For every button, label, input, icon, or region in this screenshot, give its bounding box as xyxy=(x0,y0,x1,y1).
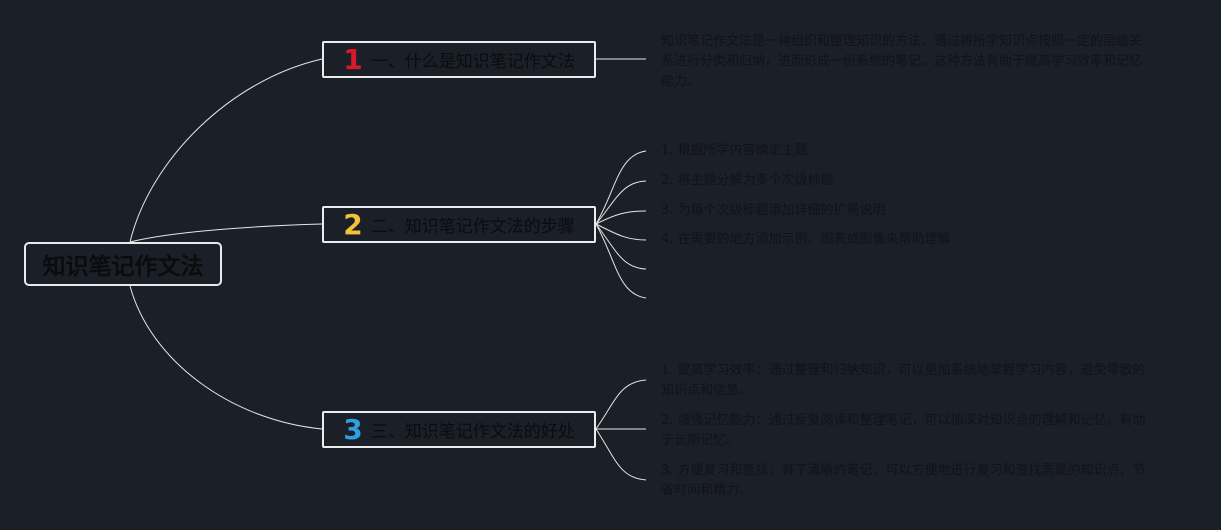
leaf-step-3[interactable]: 3. 为每个次级标题添加详细的扩展说明 xyxy=(661,203,886,218)
branch-label: 一、什么是知识笔记作文法 xyxy=(370,52,575,72)
branch-benefits[interactable]: 3 三、知识笔记作文法的好处 xyxy=(322,411,596,448)
branch-label: 三、知识笔记作文法的好处 xyxy=(370,422,575,442)
leaf-definition[interactable]: 知识笔记作文法是一种组织和整理知识的方法，通过将所学知识点按照一定的层级关系进行… xyxy=(661,34,1143,89)
leaf-step-1[interactable]: 1. 根据所学内容确定主题 xyxy=(661,143,808,158)
number-3-icon: 3 xyxy=(343,412,363,446)
connector-branch-3-leaf-3 xyxy=(595,428,647,481)
connector-branch-2-leaf-4 xyxy=(595,223,647,241)
connector-branch-3-leaf-1 xyxy=(595,379,647,430)
connector-root-branch-1 xyxy=(129,58,323,243)
connector-root-branch-2 xyxy=(129,223,323,243)
leaf-benefit-1[interactable]: 1. 提高学习效率：通过整理和归纳知识，可以更加系统地掌握学习内容，避免零散的知… xyxy=(661,363,1146,398)
number-2-icon: 2 xyxy=(343,207,363,241)
branch-steps[interactable]: 2 二、知识笔记作文法的步骤 xyxy=(322,206,596,243)
number-1-icon: 1 xyxy=(343,42,363,76)
root-topic[interactable]: 知识笔记作文法 xyxy=(24,242,222,286)
connector-root-branch-3 xyxy=(129,285,323,430)
branch-label: 二、知识笔记作文法的步骤 xyxy=(370,217,575,237)
root-topic-label: 知识笔记作文法 xyxy=(42,254,204,280)
leaf-benefit-2[interactable]: 2. 增强记忆能力：通过反复阅读和整理笔记，可以加深对知识点的理解和记忆，有助于… xyxy=(661,413,1146,448)
connector-branch-2-leaf-1 xyxy=(595,150,647,225)
leaf-benefit-3[interactable]: 3. 方便复习和查找：有了清晰的笔记，可以方便地进行复习和查找需要的知识点，节省… xyxy=(661,463,1146,498)
branch-what-is[interactable]: 1 一、什么是知识笔记作文法 xyxy=(322,41,596,78)
connector-branch-2-leaf-5 xyxy=(595,223,647,270)
connector-branch-2-leaf-6 xyxy=(595,223,647,299)
connector-branch-2-leaf-3 xyxy=(595,210,647,225)
leaf-step-4[interactable]: 4. 在需要的地方添加示例、图表或图像来帮助理解 xyxy=(661,232,951,247)
connector-branch-2-leaf-2 xyxy=(595,180,647,225)
leaf-step-2[interactable]: 2. 将主题分解为多个次级标题 xyxy=(661,173,834,188)
